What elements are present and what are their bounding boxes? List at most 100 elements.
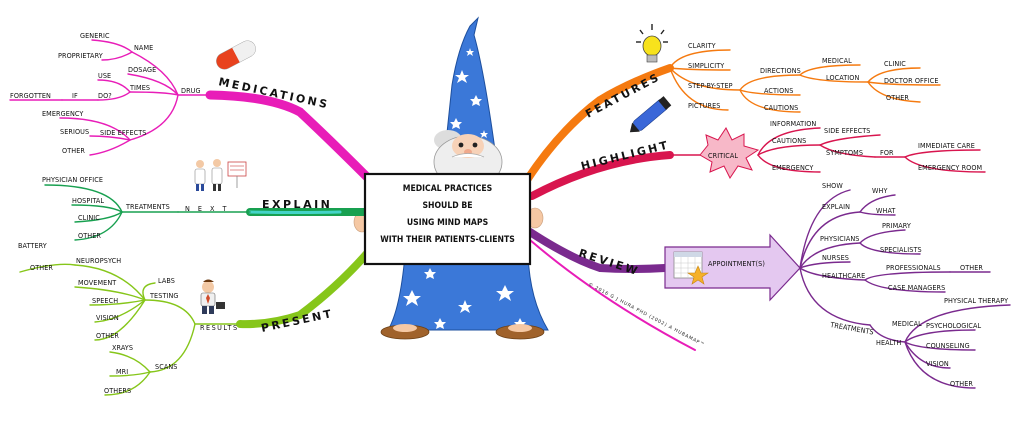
center-line-2: SHOULD BE: [422, 201, 472, 211]
healthcare-label: HEALTHCARE: [822, 271, 865, 280]
other-label: OTHER: [886, 93, 909, 102]
appointments-arrow: APPOINTMENT(S): [664, 233, 801, 302]
speech-label: SPEECH: [92, 296, 118, 305]
serious-label: SERIOUS: [60, 127, 89, 136]
cautions-label: CAUTIONS: [772, 136, 806, 145]
for-label: FOR: [880, 148, 894, 157]
movement-label: MOVEMENT: [78, 278, 116, 287]
physician-office-label: PHYSICIAN OFFICE: [42, 175, 103, 184]
emergency-label: EMERGENCY: [42, 109, 83, 118]
emergency-room-label: EMERGENCY ROOM: [918, 163, 982, 172]
present-leaves: RESULTS LABS TESTING NEUROPSYCH BATTERY …: [18, 241, 239, 395]
highlight-leaves: CRITICAL INFORMATION CAUTIONS EMERGENCY …: [699, 119, 982, 179]
step-by-step-label: STEP-BY-STEP: [688, 81, 733, 90]
name-label: NAME: [134, 43, 153, 52]
case-managers-label: CASE MANAGERS: [888, 283, 945, 292]
medical-label: MEDICAL: [892, 319, 922, 328]
explain-label: EXPLAIN: [822, 202, 850, 211]
neuropsych-label: NEUROPSYCH: [76, 256, 121, 265]
critical-label: CRITICAL: [708, 151, 738, 160]
review-leaves: SHOW EXPLAIN WHY WHAT PHYSICIANS PRIMARY…: [820, 181, 1008, 388]
directions-label: DIRECTIONS: [760, 66, 801, 75]
immediate-care-label: IMMEDIATE CARE: [918, 141, 975, 150]
explain-label: EXPLAIN: [262, 198, 332, 211]
copyright-text: © 2016 G J HURA PHD (2002) A HUBAMAP™: [587, 281, 706, 349]
next-label: N E X T: [185, 204, 229, 213]
star-icon: [687, 265, 709, 285]
center-box: MEDICAL PRACTICES SHOULD BE USING MIND M…: [363, 172, 532, 266]
show-label: SHOW: [822, 181, 843, 190]
center-line-3: USING MIND MAPS: [407, 218, 488, 228]
cautions-label: CAUTIONS: [764, 103, 798, 112]
simplicity-label: SIMPLICITY: [688, 61, 724, 70]
physical-therapy-label: PHYSICAL THERAPY: [944, 296, 1008, 305]
other1-label: OTHER: [30, 263, 53, 272]
drug-label: DRUG: [181, 86, 201, 95]
why-label: WHY: [872, 186, 888, 195]
clinic-label: CLINIC: [884, 59, 906, 68]
other2-label: OTHER: [950, 379, 973, 388]
battery-label: BATTERY: [18, 241, 47, 250]
main-branches: [205, 64, 696, 351]
professionals-label: PROFESSIONALS: [886, 263, 941, 272]
counseling-label: COUNSELING: [926, 341, 970, 350]
physicians-label: PHYSICIANS: [820, 234, 860, 243]
appointments-label: APPOINTMENT(S): [708, 259, 765, 268]
present-label: PRESENT: [260, 307, 335, 335]
other-label: OTHER: [960, 263, 983, 272]
doctors-icon: [194, 159, 247, 191]
marker-pen-icon: [629, 96, 672, 133]
xrays-label: XRAYS: [112, 343, 133, 352]
what-label: WHAT: [876, 206, 895, 215]
other-label: OTHER: [78, 231, 101, 240]
psychological-label: PSYCHOLOGICAL: [926, 321, 982, 330]
side-effects-label: SIDE EFFECTS: [824, 126, 871, 135]
nurses-label: NURSES: [822, 253, 849, 262]
results-label: RESULTS: [200, 323, 239, 332]
sub-branches: [9, 39, 1011, 396]
dosage-label: DOSAGE: [128, 65, 156, 74]
scans-label: SCANS: [155, 362, 178, 371]
clarity-label: CLARITY: [688, 41, 716, 50]
specialists-label: SPECIALISTS: [880, 245, 922, 254]
treatments-label: TREATMENTS: [125, 202, 170, 211]
if-label: IF: [72, 91, 78, 100]
medications-leaves: DRUG NAME GENERIC PROPRIETARY DOSAGE TIM…: [10, 31, 201, 155]
pill-icon: [216, 40, 256, 70]
side-effects-label: SIDE EFFECTS: [100, 128, 147, 137]
vision-label: VISION: [926, 359, 949, 368]
use-label: USE: [98, 71, 111, 80]
symptoms-label: SYMPTOMS: [826, 148, 863, 157]
forgotten-label: FORGOTTEN: [10, 91, 51, 100]
lightbulb-icon: [636, 24, 668, 63]
hospital-label: HOSPITAL: [72, 196, 104, 205]
vision-label: VISION: [96, 313, 119, 322]
other2-label: OTHER: [96, 331, 119, 340]
explain-leaves: N E X T TREATMENTS PHYSICIAN OFFICE HOSP…: [42, 175, 229, 240]
others-label: OTHERS: [104, 386, 131, 395]
center-line-1: MEDICAL PRACTICES: [403, 184, 493, 194]
clinic-label: CLINIC: [78, 213, 100, 222]
times-label: TIMES: [129, 83, 150, 92]
mri-label: MRI: [116, 367, 128, 376]
actions-label: ACTIONS: [764, 86, 793, 95]
location-label: LOCATION: [826, 73, 859, 82]
testing-label: TESTING: [149, 291, 179, 300]
proprietary-label: PROPRIETARY: [58, 51, 103, 60]
emergency-label: EMERGENCY: [772, 163, 813, 172]
health-label: HEALTH: [876, 338, 901, 347]
labs-label: LABS: [158, 276, 175, 285]
do-label: DO?: [98, 91, 112, 100]
medical-label: MEDICAL: [822, 56, 852, 65]
information-label: INFORMATION: [770, 119, 816, 128]
businessman-icon: [200, 279, 225, 314]
center-line-4: WITH THEIR PATIENTS-CLIENTS: [380, 235, 515, 245]
features-leaves: CLARITY SIMPLICITY STEP-BY-STEP PICTURES…: [688, 41, 939, 112]
generic-label: GENERIC: [80, 31, 110, 40]
doctor-office-label: DOCTOR OFFICE: [884, 76, 939, 85]
pictures-label: PICTURES: [688, 101, 721, 110]
critical-burst: [699, 127, 760, 179]
other-label: OTHER: [62, 146, 85, 155]
